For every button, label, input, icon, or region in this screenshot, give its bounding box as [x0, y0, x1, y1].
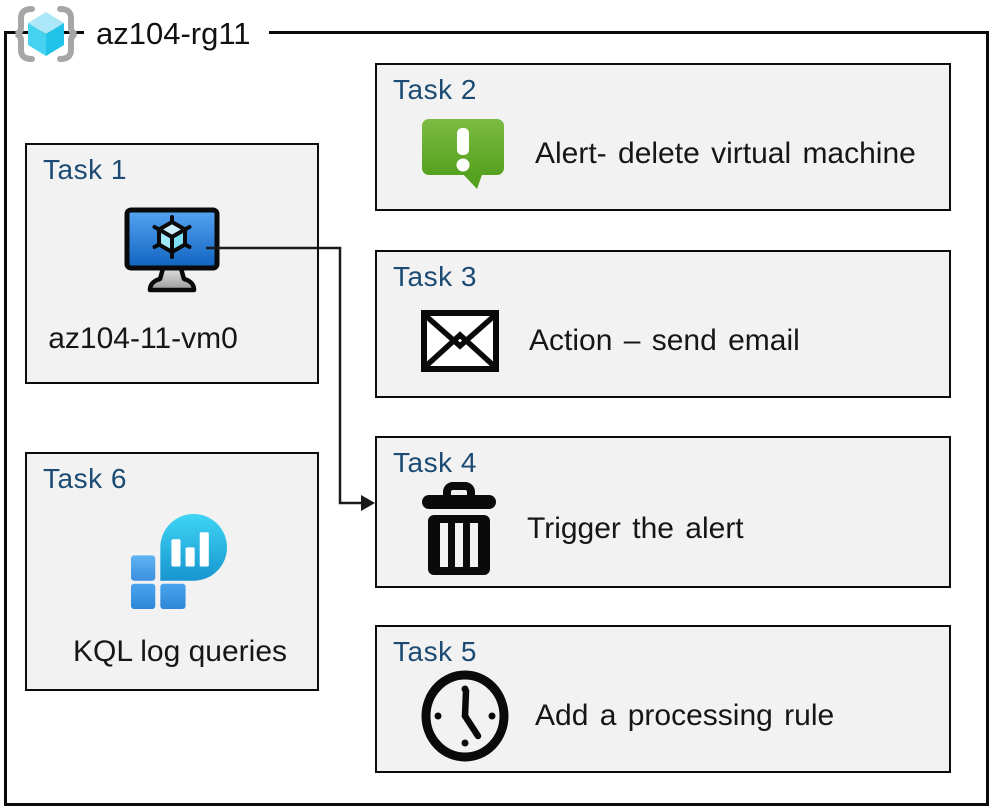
task-1-label: az104-11-vm0: [48, 322, 238, 355]
resource-group-header: az104-rg11: [8, 4, 269, 64]
task-1-icon-wrap: [27, 207, 317, 299]
task-2-box: Task 2 Alert- delete virtual machine: [375, 63, 951, 211]
clock-icon: [421, 670, 509, 762]
email-icon: [421, 310, 499, 372]
task-5-label: Add a processing rule: [535, 699, 835, 732]
task-4-label: Trigger the alert: [527, 512, 744, 545]
resource-group-name: az104-rg11: [84, 5, 269, 63]
task-3-title: Task 3: [393, 261, 477, 292]
task-6-title: Task 6: [43, 463, 127, 494]
virtual-machine-icon: [124, 207, 220, 293]
kql-log-queries-icon: [131, 514, 227, 609]
task-6-box: Task 6: [25, 452, 319, 691]
task-5-box: Task 5 Add a processing rule: [375, 625, 951, 773]
task-1-title: Task 1: [43, 154, 127, 185]
task-4-title: Task 4: [393, 447, 477, 478]
task-1-box: Task 1: [25, 143, 319, 384]
trash-icon: [422, 482, 496, 575]
resource-group-icon: [15, 6, 77, 62]
task-5-title: Task 5: [393, 636, 477, 667]
task-2-label: Alert- delete virtual machine: [535, 137, 916, 170]
task-2-title: Task 2: [393, 74, 477, 105]
alert-icon: [422, 119, 504, 189]
task-4-box: Task 4 Trigger the alert: [375, 436, 951, 588]
resource-group-boundary: [4, 31, 989, 806]
task-6-label: KQL log queries: [72, 635, 287, 668]
task-3-label: Action – send email: [529, 324, 800, 357]
task-6-icon-wrap: [27, 514, 317, 609]
task-3-box: Task 3 Action – send email: [375, 250, 951, 398]
